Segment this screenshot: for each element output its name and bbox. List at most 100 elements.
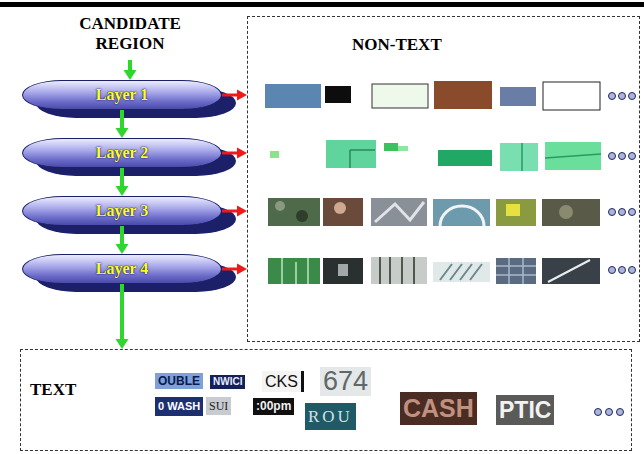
arrow-head xyxy=(237,90,247,101)
arrow-head xyxy=(237,148,247,159)
flow-arrow xyxy=(116,168,129,196)
region-title: CANDIDATE REGION xyxy=(55,14,205,54)
ellipsis-dot xyxy=(619,93,626,100)
thumbnail xyxy=(270,151,279,158)
thumbnail xyxy=(542,258,600,284)
ellipsis-dot xyxy=(609,209,616,216)
thumbnail xyxy=(433,199,490,226)
thumbnail xyxy=(268,258,320,284)
thumbnail xyxy=(371,257,427,284)
classifier-layer: Layer 2 xyxy=(22,138,222,168)
thumbnail-detail xyxy=(338,264,348,276)
arrow-head xyxy=(124,70,137,80)
ellipsis-dot xyxy=(629,153,636,160)
arrow-head xyxy=(116,244,129,254)
text-sample: 0 WASH xyxy=(155,397,203,416)
thumbnail-detail xyxy=(559,205,573,219)
arrow-shaft xyxy=(222,152,239,155)
thumbnail-detail xyxy=(296,210,308,222)
flow-arrow xyxy=(116,110,129,138)
thumbnail xyxy=(496,258,536,284)
thumbnail-detail xyxy=(282,258,308,284)
layer-label: Layer 4 xyxy=(96,260,149,278)
thumbnail-detail xyxy=(275,201,285,211)
thumbnail-detail xyxy=(506,204,520,216)
thumbnail xyxy=(325,86,351,103)
arrow-shaft xyxy=(222,94,239,97)
thumbnail-detail xyxy=(496,258,536,284)
non-text-thumbnails xyxy=(265,81,601,284)
classifier-layer: Layer 1 xyxy=(22,80,222,110)
thumbnail-detail xyxy=(380,257,414,284)
flow-arrow xyxy=(222,264,247,275)
ellipsis-dot xyxy=(629,209,636,216)
thumbnail xyxy=(433,262,490,282)
arrow-head xyxy=(116,186,129,196)
flow-arrow xyxy=(116,226,129,254)
thumbnail xyxy=(323,258,363,284)
thumbnail-detail xyxy=(440,206,484,226)
arrow-shaft xyxy=(120,284,124,341)
flow-arrow xyxy=(222,206,247,217)
thumbnail-detail xyxy=(350,150,375,168)
text-sample: :00pm xyxy=(253,398,294,415)
arrow-shaft xyxy=(120,168,124,188)
arrow-head xyxy=(116,128,129,138)
text-sample: CASH xyxy=(400,392,477,425)
text-sample: CKS xyxy=(262,371,304,392)
text-sample: PTIC xyxy=(496,395,554,425)
region-title: TEXT xyxy=(30,380,76,400)
thumbnail xyxy=(542,199,600,226)
thumbnail xyxy=(265,84,321,108)
ellipsis-dot xyxy=(629,267,636,274)
arrow-shaft xyxy=(222,210,239,213)
thumbnail-detail xyxy=(375,202,424,222)
ellipsis-dots xyxy=(595,93,636,416)
text-sample: SUI xyxy=(206,397,231,415)
ellipsis-dot xyxy=(617,409,624,416)
thumbnail-detail xyxy=(521,143,523,171)
ellipsis-dot xyxy=(609,153,616,160)
layer-label: Layer 1 xyxy=(96,86,149,104)
thumbnail xyxy=(372,84,428,108)
classifier-layer: Layer 4 xyxy=(22,254,222,284)
thumbnail xyxy=(371,198,427,226)
ellipsis-dot xyxy=(619,267,626,274)
arrow-head xyxy=(237,206,247,217)
thumbnail-detail xyxy=(440,264,482,280)
ellipsis-dot xyxy=(606,409,613,416)
thumbnail xyxy=(496,199,536,226)
thumbnail-detail xyxy=(545,154,601,158)
arrow-shaft xyxy=(120,226,124,246)
classifier-layer: Layer 3 xyxy=(22,196,222,226)
layer-label: Layer 3 xyxy=(96,202,149,220)
flow-arrow xyxy=(116,284,129,349)
text-sample: NWICI xyxy=(210,375,245,389)
thumbnail xyxy=(323,198,363,226)
text-sample: OUBLE xyxy=(155,373,203,389)
thumbnail xyxy=(500,87,536,106)
ellipsis-dot xyxy=(619,209,626,216)
arrow-shaft xyxy=(222,268,239,271)
ellipsis-dot xyxy=(595,409,602,416)
layer-label: Layer 2 xyxy=(96,144,149,162)
ellipsis-dot xyxy=(609,93,616,100)
thumbnail xyxy=(438,150,492,166)
flow-arrow xyxy=(124,60,137,80)
thumbnail xyxy=(398,146,408,151)
region-title: NON-TEXT xyxy=(352,35,442,55)
ellipsis-dot xyxy=(619,153,626,160)
ellipsis-dot xyxy=(629,93,636,100)
text-sample: 674 xyxy=(320,367,371,396)
thumbnail xyxy=(543,82,600,110)
arrow-head xyxy=(237,264,247,275)
thumbnail xyxy=(326,140,376,168)
thumbnail-detail xyxy=(548,260,590,282)
ellipsis-dot xyxy=(609,267,616,274)
arrow-shaft xyxy=(120,110,124,130)
thumbnail-detail xyxy=(334,202,346,214)
thumbnail xyxy=(268,198,320,226)
flow-arrow xyxy=(222,90,247,101)
thumbnail xyxy=(545,142,601,170)
